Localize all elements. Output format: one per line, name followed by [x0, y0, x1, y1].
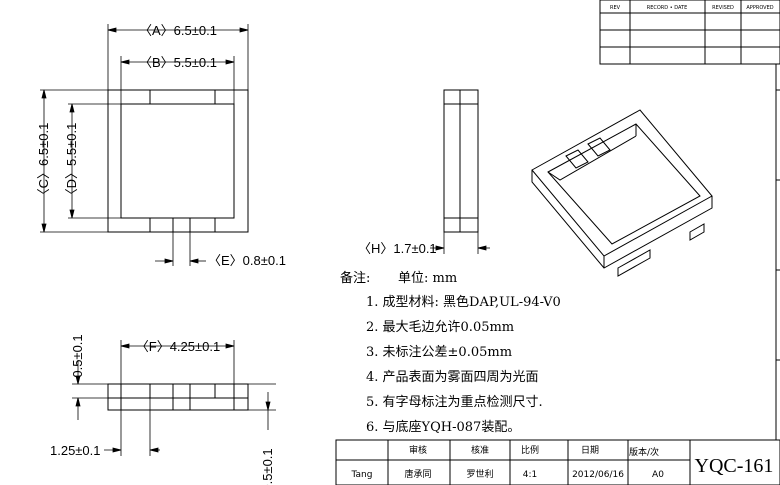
title-header-scale: 比例 — [521, 444, 539, 456]
top-view — [108, 90, 248, 232]
note-item-3: 3. 未标注公差±0.05mm — [366, 345, 512, 360]
isometric-view — [532, 110, 712, 276]
dim-e-label: 〈E〉0.8±0.1 — [208, 253, 286, 268]
dim-h-label: 〈H〉1.7±0.1 — [358, 241, 437, 256]
title-header-date: 日期 — [581, 445, 599, 456]
side-view-right — [444, 90, 478, 232]
title-value-approver: 罗世利 — [466, 468, 493, 480]
title-value-version: A0 — [652, 470, 664, 480]
notes-block: 备注: 单位: mm 1. 成型材料: 黑色DAP,UL-94-V0 2. 最大… — [340, 270, 561, 435]
title-value-reviewer: 唐承同 — [404, 468, 431, 480]
title-block — [336, 440, 780, 485]
record-date-header: RECORD • DATE — [647, 5, 688, 11]
notes-unit: 单位: mm — [398, 271, 457, 286]
front-view — [108, 384, 248, 410]
dim-d-label: 〈D〉5.5±0.1 — [64, 123, 79, 202]
note-item-1: 1. 成型材料: 黑色DAP,UL-94-V0 — [366, 294, 561, 310]
title-header-version: 版本/次 — [629, 446, 659, 458]
front-view-dimension-lines — [72, 340, 276, 456]
notes-header: 备注: — [340, 270, 370, 286]
dim-b-label: 〈B〉5.5±0.1 — [139, 55, 217, 70]
rev-header: REV — [610, 5, 621, 11]
part-number: YQC-161 — [695, 455, 774, 477]
approved-header: APPROVED — [746, 5, 773, 11]
dim-thickness-label: 0.5±0.1 — [260, 448, 275, 485]
revision-table — [600, 0, 780, 64]
note-item-2: 2. 最大毛边允许0.05mm — [366, 319, 514, 335]
note-item-6: 6. 与底座YQH-087装配。 — [366, 419, 520, 435]
title-value-drawer: Tang — [351, 470, 373, 480]
title-value-date: 2012/06/16 — [572, 470, 624, 480]
note-item-4: 4. 产品表面为雾面四周为光面 — [366, 370, 539, 385]
title-header-review: 审核 — [409, 444, 427, 456]
dim-a-label: 〈A〉6.5±0.1 — [139, 23, 217, 38]
top-view-dimension-lines — [42, 28, 248, 263]
title-value-scale: 4:1 — [523, 470, 537, 480]
title-header-approve: 核准 — [471, 444, 489, 456]
note-item-5: 5. 有字母标注为重点检测尺寸. — [366, 394, 543, 410]
revised-header: REVISED — [712, 5, 734, 11]
dim-offset-label: 1.25±0.1 — [50, 443, 101, 458]
side-view-dimension — [430, 232, 490, 254]
dim-f-label: 〈F〉4.25±0.1 — [136, 339, 220, 354]
top-view-extension-lines — [40, 24, 248, 266]
dim-side-height-label: 0.5±0.1 — [70, 334, 85, 377]
dim-c-label: 〈C〉6.5±0.1 — [36, 123, 51, 202]
